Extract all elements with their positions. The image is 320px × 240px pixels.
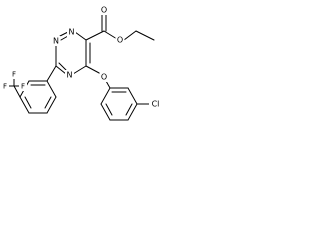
bond-c3-aryl	[46, 65, 57, 82]
phenoxy-ring-inner-3	[105, 103, 113, 116]
triazine-ring	[55, 31, 91, 75]
bond-n4-c3	[55, 65, 67, 75]
atom-fluorine-top: F	[12, 71, 16, 79]
aryl-ring-bond-1	[46, 80, 57, 98]
atom-labels: N N N O O O Cl F F F	[1, 5, 162, 109]
atom-ester-ether-o: O	[117, 36, 123, 45]
phenoxy-ring-bond-3	[127, 103, 138, 121]
bond-n4-c3-inner	[58, 62, 67, 71]
phenoxy-ring-bond-5	[100, 103, 111, 121]
atom-aryloxy-o: O	[101, 73, 107, 82]
chlorophenoxy-group	[85, 65, 151, 121]
bond-carbonyl-oether	[103, 30, 118, 40]
aryl-ring-inner-1	[44, 96, 52, 109]
atom-n1: N	[69, 28, 75, 37]
ethyl-ester-group	[85, 13, 155, 41]
aryl-ring-inner-3	[24, 96, 32, 109]
phenoxy-ring-bond-6	[100, 87, 111, 105]
phenoxy-ring-inner-2	[125, 103, 133, 116]
atom-chlorine: Cl	[152, 100, 160, 109]
bond-c5-oaryl	[85, 65, 102, 75]
atom-n2: N	[53, 37, 59, 46]
bond-ring-cf3	[13, 85, 21, 98]
bond-n2-n1	[59, 31, 69, 37]
trifluoromethylphenyl-group	[7, 65, 57, 114]
bond-oether-ch2	[123, 30, 137, 41]
bond-n1-c6	[74, 31, 87, 41]
bond-oaryl-ipso	[105, 80, 111, 89]
bond-c6-carbonyl	[85, 30, 105, 41]
molecule-canvas: N N N O O O Cl F F F	[0, 0, 181, 135]
phenoxy-ring-bond-2	[127, 87, 138, 105]
aryl-ring-bond-2	[46, 96, 57, 114]
atom-fluorine-left: F	[3, 83, 7, 91]
bond-c5-n4	[72, 65, 87, 75]
atom-fluorine-right: F	[21, 83, 25, 91]
bond-n2-n1-inner	[60, 35, 69, 41]
atom-ester-carbonyl-o: O	[101, 6, 107, 15]
atom-n4: N	[67, 71, 73, 80]
molecule-structure: N N N O O O Cl F F F	[1, 5, 162, 121]
bond-ch2-ch3	[135, 30, 155, 41]
aryl-ring-bond-4	[19, 96, 30, 114]
